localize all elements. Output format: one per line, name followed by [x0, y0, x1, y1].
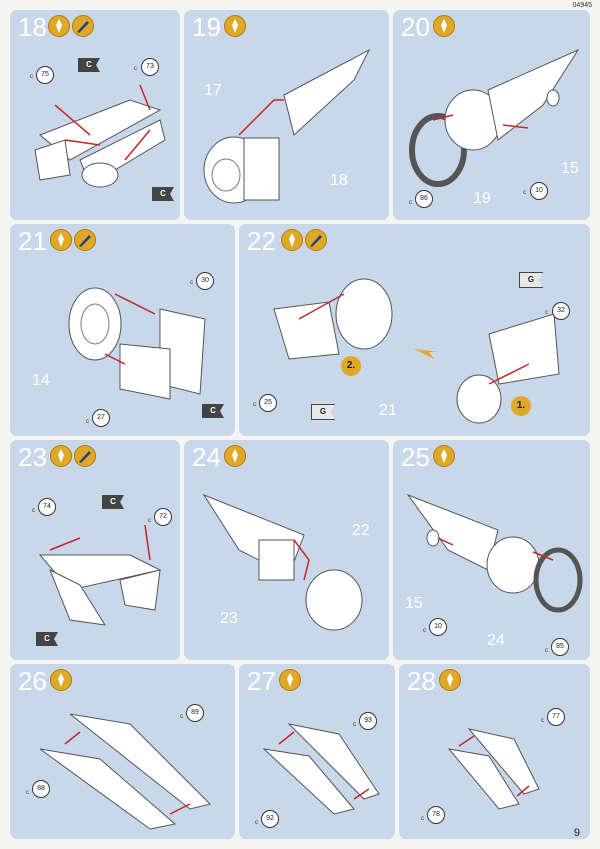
part-label: 23: [220, 610, 238, 627]
paint-brush-icon: [72, 15, 94, 37]
assembly-order: 1.: [511, 396, 531, 416]
paint-brush-icon: [74, 445, 96, 467]
assembly-order: 2.: [341, 356, 361, 376]
step-25-panel: 25 15 c 10 24 c 85: [393, 440, 590, 660]
step-22-panel: 22 c 25 c 32 21 G G 2. 1.: [239, 224, 590, 436]
color-flag: C: [36, 632, 58, 646]
part-callout: 73: [141, 58, 159, 76]
part-callout: 88: [32, 780, 50, 798]
page-number: 9: [573, 827, 580, 839]
step-26-drawing: [39, 713, 211, 830]
glue-icon: [279, 669, 301, 691]
glue-icon: [281, 229, 303, 251]
paint-brush-icon: [305, 229, 327, 251]
step-number: 18: [18, 12, 47, 42]
step-23-panel: 23 c 74 c 72 C C: [10, 440, 180, 660]
paint-brush-icon: [74, 229, 96, 251]
step-number: 20: [401, 12, 430, 42]
part-label: 17: [204, 82, 222, 99]
step-23-drawing: [38, 524, 162, 626]
part-callout: 85: [551, 638, 569, 656]
step-number: 23: [18, 442, 47, 472]
part-label: 14: [32, 372, 50, 389]
step-27-panel: 27 c 93 c 92: [239, 664, 395, 839]
glue-icon: [50, 229, 72, 251]
part-label: 18: [330, 172, 348, 189]
step-number: 25: [401, 442, 430, 472]
part-callout: 30: [196, 272, 214, 290]
step-25-drawing: [406, 493, 583, 613]
part-callout: 92: [261, 810, 279, 828]
step-26-panel: 26 c 89 c 88: [10, 664, 235, 839]
glue-icon: [433, 445, 455, 467]
part-label: 15: [405, 595, 423, 612]
step-18-drawing: [34, 84, 166, 188]
step-number: 26: [18, 666, 47, 696]
part-label: 22: [352, 522, 370, 539]
part-callout: 77: [547, 708, 565, 726]
part-label: 21: [379, 402, 397, 419]
part-label: 19: [473, 190, 491, 207]
step-19-panel: 19 17 18: [184, 10, 389, 220]
part-callout: 10: [429, 618, 447, 636]
step-21-panel: 21 c 30 14 c 27 C: [10, 224, 235, 436]
step-number: 22: [247, 226, 276, 256]
step-24-drawing: [202, 493, 363, 631]
glue-icon: [439, 669, 461, 691]
part-callout: 32: [552, 302, 570, 320]
step-number: 27: [247, 666, 276, 696]
glue-icon: [224, 445, 246, 467]
color-flag: C: [102, 495, 124, 509]
step-20-drawing: [409, 48, 580, 187]
part-label: 24: [487, 632, 505, 649]
part-callout: 25: [259, 394, 277, 412]
glue-icon: [48, 15, 70, 37]
step-28-drawing: [447, 728, 540, 810]
glue-icon: [433, 15, 455, 37]
step-27-drawing: [262, 723, 380, 815]
step-20-panel: 20 c 86 19 c 10 15: [393, 10, 590, 220]
part-callout: 93: [359, 712, 377, 730]
part-label: 15: [561, 160, 579, 177]
glue-icon: [50, 445, 72, 467]
step-number: 28: [407, 666, 436, 696]
part-callout: 75: [36, 66, 54, 84]
part-callout: 78: [427, 806, 445, 824]
step-number: 21: [18, 226, 47, 256]
step-18-panel: 18 c 75 c 73 C C: [10, 10, 180, 220]
color-flag: C: [152, 187, 174, 201]
step-28-panel: 28 c 77 c 78: [399, 664, 590, 839]
part-callout: 74: [38, 498, 56, 516]
kit-code: 04945: [572, 2, 592, 9]
part-callout: 89: [186, 704, 204, 722]
part-callout: 86: [415, 190, 433, 208]
glue-icon: [50, 669, 72, 691]
part-callout: 10: [530, 182, 548, 200]
part-callout: 27: [92, 409, 110, 427]
color-flag: C: [78, 58, 100, 72]
glue-icon: [224, 15, 246, 37]
step-21-drawing: [68, 287, 206, 400]
step-19-drawing: [203, 48, 371, 204]
step-24-panel: 24 22 23: [184, 440, 389, 660]
part-callout: 72: [154, 508, 172, 526]
color-flag: C: [202, 404, 224, 418]
step-number: 24: [192, 442, 221, 472]
step-22-drawing: [273, 278, 560, 424]
step-number: 19: [192, 12, 221, 42]
